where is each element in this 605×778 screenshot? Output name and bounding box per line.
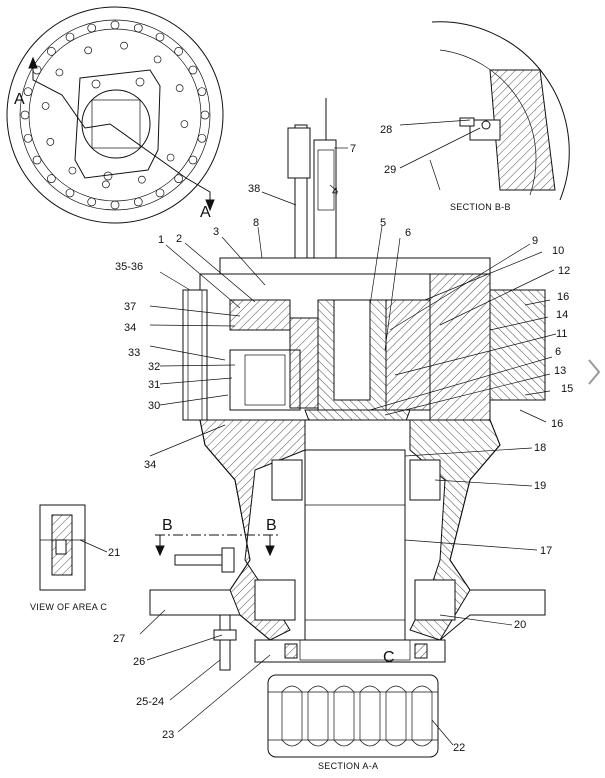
- bolt-hole: [68, 166, 77, 175]
- callout-label: 26: [133, 656, 145, 668]
- bolt-hole: [120, 41, 128, 50]
- bolt-hole: [174, 174, 183, 183]
- bolt-hole: [133, 23, 143, 33]
- callout-label: 10: [552, 245, 564, 257]
- callout-label: 29: [384, 164, 396, 176]
- callout-label: 23: [162, 729, 174, 741]
- bolt-hole: [110, 200, 120, 210]
- callout-label: 8: [253, 217, 259, 229]
- bolt-hole: [47, 47, 56, 56]
- chevron-right-icon: [588, 359, 601, 385]
- bolt-hole: [188, 155, 198, 165]
- bolt-hole: [55, 68, 64, 77]
- bolt-hole: [23, 133, 33, 143]
- bolt-hole: [188, 65, 198, 75]
- callout-label: 4: [332, 186, 338, 198]
- callout-label: 34: [144, 459, 156, 471]
- section-marker-c: C: [383, 649, 395, 666]
- callout-label: 25-24: [136, 696, 164, 708]
- bolt-hole: [137, 175, 146, 184]
- bolt-hole: [41, 102, 50, 110]
- callout-label: 35-36: [115, 261, 143, 273]
- bolt-hole: [32, 155, 42, 165]
- bolt-hole: [23, 87, 33, 97]
- callout-label: 37: [124, 301, 136, 313]
- callout-label: 34: [124, 322, 136, 334]
- callout-label: 19: [534, 480, 546, 492]
- section-marker-b-left: B: [162, 517, 173, 534]
- bolt-hole: [46, 137, 55, 146]
- callout-label: 14: [556, 309, 568, 321]
- bolt-hole: [197, 133, 207, 143]
- callout-label: 13: [554, 365, 566, 377]
- bolt-hole: [155, 32, 165, 42]
- callout-label: 1: [158, 234, 164, 246]
- main-cross-section: [149, 98, 546, 758]
- next-page-button[interactable]: [583, 352, 605, 392]
- bolt-hole: [197, 87, 207, 97]
- callout-label: 6: [555, 346, 561, 358]
- bolt-hole: [133, 197, 143, 207]
- bolt-hole: [110, 20, 120, 30]
- callout-label: 11: [556, 328, 567, 340]
- callout-label: 5: [380, 217, 386, 229]
- bolt-hole: [166, 153, 175, 162]
- section-marker-b-right: B: [266, 517, 277, 534]
- callout-label: 22: [453, 742, 465, 754]
- bolt-hole: [200, 110, 210, 120]
- caption-section-aa: SECTION A-A: [318, 761, 378, 771]
- bolt-hole: [180, 120, 189, 128]
- callout-label: 18: [534, 442, 546, 454]
- leader-lines: [79, 119, 557, 746]
- callout-label: 9: [532, 235, 538, 247]
- callout-label: 16: [551, 418, 563, 430]
- callout-label: 7: [350, 143, 356, 155]
- view-area-c-detail: [39, 504, 86, 591]
- callout-label: 33: [128, 347, 140, 359]
- callout-label: 28: [380, 124, 392, 136]
- callout-label: 3: [213, 226, 219, 238]
- bolt-hole: [155, 188, 165, 198]
- bolt-hole: [47, 174, 56, 183]
- callout-label: 21: [108, 547, 120, 559]
- caption-section-bb: SECTION B-B: [450, 202, 511, 212]
- callout-label: 2: [176, 233, 182, 245]
- bolt-hole: [84, 46, 93, 55]
- callout-label: 30: [148, 400, 160, 412]
- callouts: 1 2 3 4 5 6 6 7 8 9 10 11 12 13 14 15 16…: [108, 124, 573, 754]
- flange-top-view: [6, 6, 224, 224]
- bolt-hole: [65, 188, 75, 198]
- bolt-hole: [65, 32, 75, 42]
- callout-label: 27: [113, 633, 125, 645]
- section-marker-a-left: A: [14, 91, 25, 108]
- bolt-hole: [174, 47, 183, 56]
- callout-label: 20: [514, 619, 526, 631]
- callout-label: 12: [558, 265, 570, 277]
- caption-view-area-c: VIEW OF AREA C: [30, 602, 107, 612]
- callout-label: 15: [561, 383, 573, 395]
- bolt-hole: [87, 197, 97, 207]
- section-bb-detail: [429, 21, 570, 201]
- bolt-hole: [153, 55, 162, 64]
- bolt-hole: [102, 180, 110, 189]
- callout-label: 16: [557, 291, 569, 303]
- bolt-hole: [175, 84, 184, 93]
- section-marker-a-right: A: [200, 204, 211, 221]
- callout-label: 6: [405, 227, 411, 239]
- bolt-hole: [87, 23, 97, 33]
- callout-label: 32: [148, 361, 160, 373]
- callout-label: 17: [540, 545, 552, 557]
- callout-label: 31: [148, 379, 160, 391]
- callout-label: 38: [248, 183, 260, 195]
- bolt-hole: [20, 110, 30, 120]
